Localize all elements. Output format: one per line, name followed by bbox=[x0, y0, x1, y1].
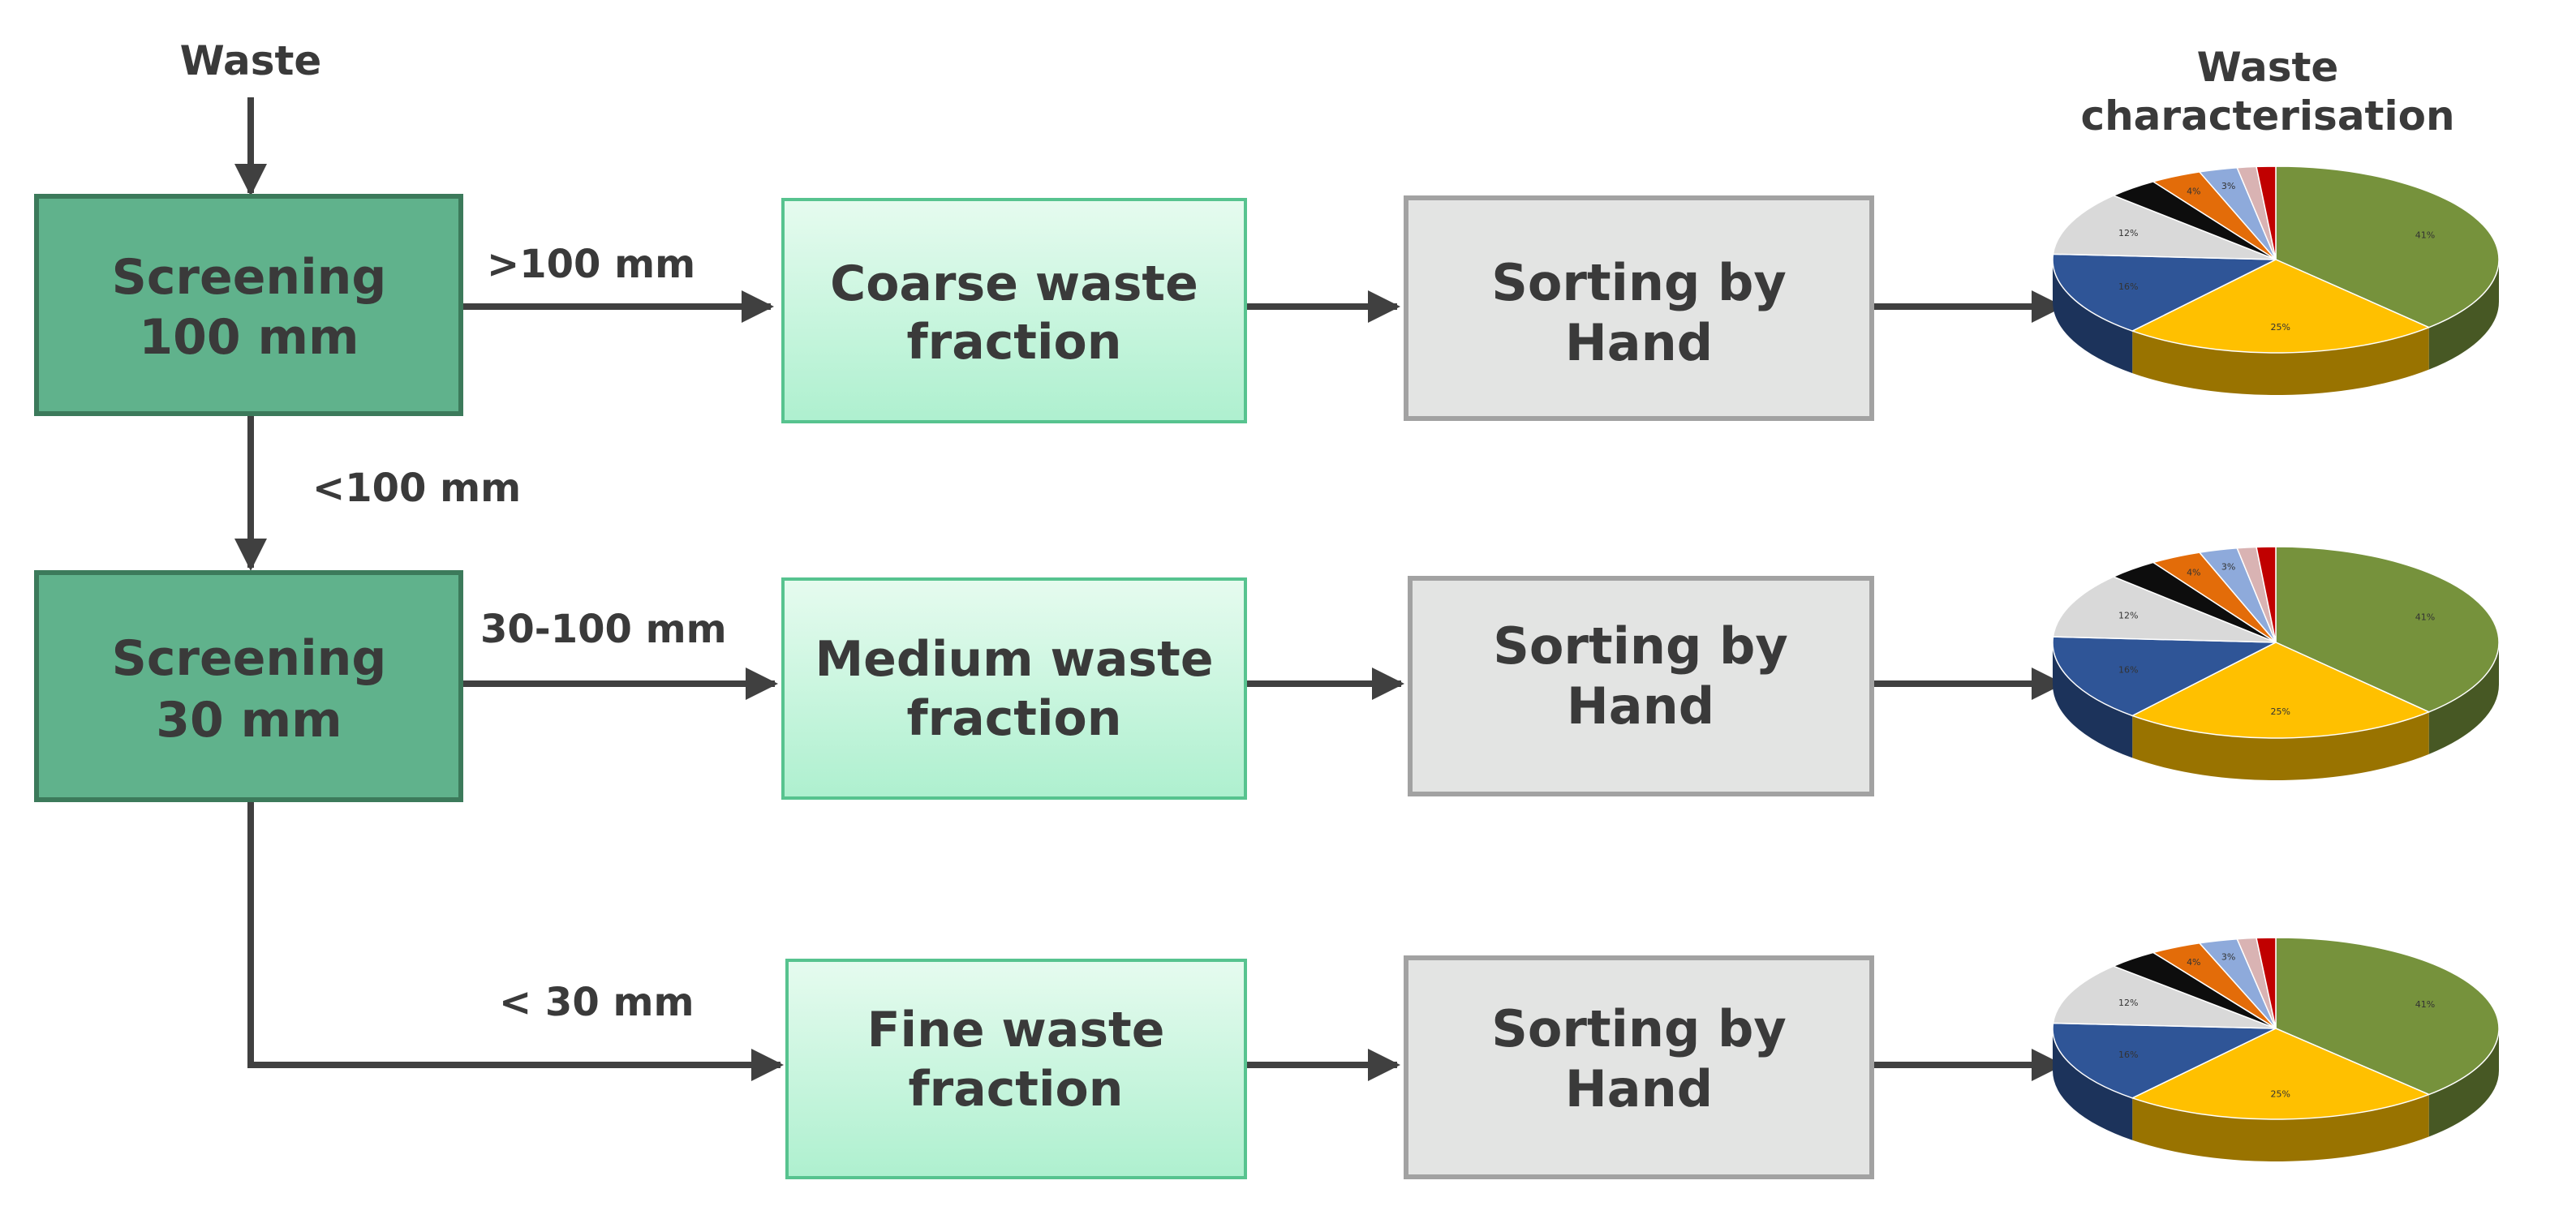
pie-side-2 bbox=[2053, 642, 2133, 758]
pie-slice-8 bbox=[2256, 546, 2277, 643]
screening-box-100: Screening 100 mm bbox=[34, 194, 463, 416]
sorting-2-line2: Hand bbox=[1567, 676, 1714, 736]
pie-slice-3 bbox=[2052, 195, 2277, 260]
pie-label-1: 25% bbox=[2271, 1089, 2290, 1100]
sorting-box-2: Sorting by Hand bbox=[1408, 576, 1874, 796]
sorting-1-line2: Hand bbox=[1565, 313, 1713, 372]
pie-slice-1 bbox=[2131, 642, 2431, 739]
pie-slice-2 bbox=[2052, 1022, 2277, 1099]
pie-side-0 bbox=[2428, 642, 2499, 754]
fraction-coarse-line2: fraction bbox=[907, 314, 1122, 371]
pie-label-1: 25% bbox=[2271, 322, 2290, 333]
fraction-fine-line2: fraction bbox=[909, 1061, 1124, 1118]
size-label-under-30: < 30 mm bbox=[499, 980, 694, 1025]
screening-100-line1: Screening bbox=[112, 249, 387, 306]
output-header-line2: characterisation bbox=[2080, 92, 2454, 140]
screening-30-line1: Screening bbox=[112, 630, 387, 687]
fraction-medium-line2: fraction bbox=[907, 690, 1122, 747]
pie-chart-medium: 41% 25% 16% 12% 4% 3% bbox=[2052, 546, 2500, 780]
pie-label-5: 4% bbox=[2187, 568, 2200, 578]
pie-slice-2 bbox=[2052, 636, 2277, 717]
pie-label-3: 12% bbox=[2118, 610, 2138, 620]
pie-side-0 bbox=[2428, 1028, 2499, 1137]
sorting-2-line1: Sorting by bbox=[1493, 616, 1788, 676]
pie-slice-8 bbox=[2256, 937, 2277, 1029]
pie-label-6: 3% bbox=[2221, 951, 2235, 962]
fraction-box-medium: Medium waste fraction bbox=[781, 577, 1247, 800]
output-header-line1: Waste bbox=[2197, 44, 2339, 91]
pie-slice-1 bbox=[2131, 1028, 2431, 1120]
pie-side-1 bbox=[2132, 711, 2429, 780]
pie-label-3: 12% bbox=[2118, 998, 2138, 1008]
pie-side-0 bbox=[2428, 260, 2499, 370]
pie-label-5: 4% bbox=[2187, 187, 2200, 197]
pie-side-1 bbox=[2132, 327, 2429, 395]
pie-side-1 bbox=[2132, 1094, 2429, 1161]
arrow-screen2-to-fine bbox=[247, 795, 784, 1081]
size-label-under-100: <100 mm bbox=[312, 466, 521, 511]
pie-slice-2 bbox=[2052, 253, 2277, 332]
fraction-medium-line1: Medium waste bbox=[815, 631, 1213, 688]
size-label-30-100: 30-100 mm bbox=[480, 607, 727, 652]
pie-label-2: 16% bbox=[2118, 1050, 2138, 1060]
pie-label-0: 41% bbox=[2415, 230, 2435, 240]
sorting-3-line1: Sorting by bbox=[1491, 999, 1787, 1058]
pie-label-6: 3% bbox=[2221, 562, 2235, 573]
pie-label-0: 41% bbox=[2415, 999, 2435, 1010]
pie-slice-1 bbox=[2131, 259, 2431, 354]
screening-100-line2: 100 mm bbox=[139, 309, 359, 366]
fraction-fine-line1: Fine waste bbox=[867, 1002, 1165, 1058]
pie-chart-coarse: 41% 25% 16% 12% 4% 3% bbox=[2052, 165, 2500, 395]
sorting-box-3: Sorting by Hand bbox=[1404, 955, 1874, 1179]
pie-label-1: 25% bbox=[2271, 706, 2290, 717]
fraction-coarse-line1: Coarse waste bbox=[830, 255, 1198, 312]
pie-label-3: 12% bbox=[2118, 228, 2138, 238]
sorting-1-line1: Sorting by bbox=[1491, 253, 1787, 312]
pie-slice-8 bbox=[2256, 165, 2277, 260]
fraction-box-fine: Fine waste fraction bbox=[785, 959, 1247, 1179]
pie-side-2 bbox=[2053, 260, 2133, 374]
fraction-box-coarse: Coarse waste fraction bbox=[781, 198, 1247, 423]
pie-chart-fine: 41% 25% 16% 12% 4% 3% bbox=[2052, 937, 2500, 1161]
pie-slice-0 bbox=[2275, 937, 2500, 1096]
screening-30-line2: 30 mm bbox=[156, 692, 342, 749]
pie-slice-0 bbox=[2275, 546, 2500, 713]
pie-label-2: 16% bbox=[2118, 281, 2138, 292]
sorting-box-1: Sorting by Hand bbox=[1404, 195, 1874, 421]
pie-slice-3 bbox=[2052, 965, 2277, 1029]
pie-label-2: 16% bbox=[2118, 665, 2138, 676]
connectors bbox=[234, 97, 2064, 1081]
pie-side-2 bbox=[2053, 1028, 2133, 1140]
size-label-over-100: >100 mm bbox=[487, 242, 695, 287]
pie-label-6: 3% bbox=[2221, 181, 2235, 191]
screening-box-30: Screening 30 mm bbox=[34, 570, 463, 802]
pie-slice-0 bbox=[2275, 165, 2500, 328]
pie-label-0: 41% bbox=[2415, 612, 2435, 623]
input-label: Waste bbox=[180, 37, 322, 84]
sorting-3-line2: Hand bbox=[1565, 1059, 1713, 1118]
pie-label-5: 4% bbox=[2187, 957, 2200, 968]
pie-slice-3 bbox=[2052, 576, 2277, 643]
